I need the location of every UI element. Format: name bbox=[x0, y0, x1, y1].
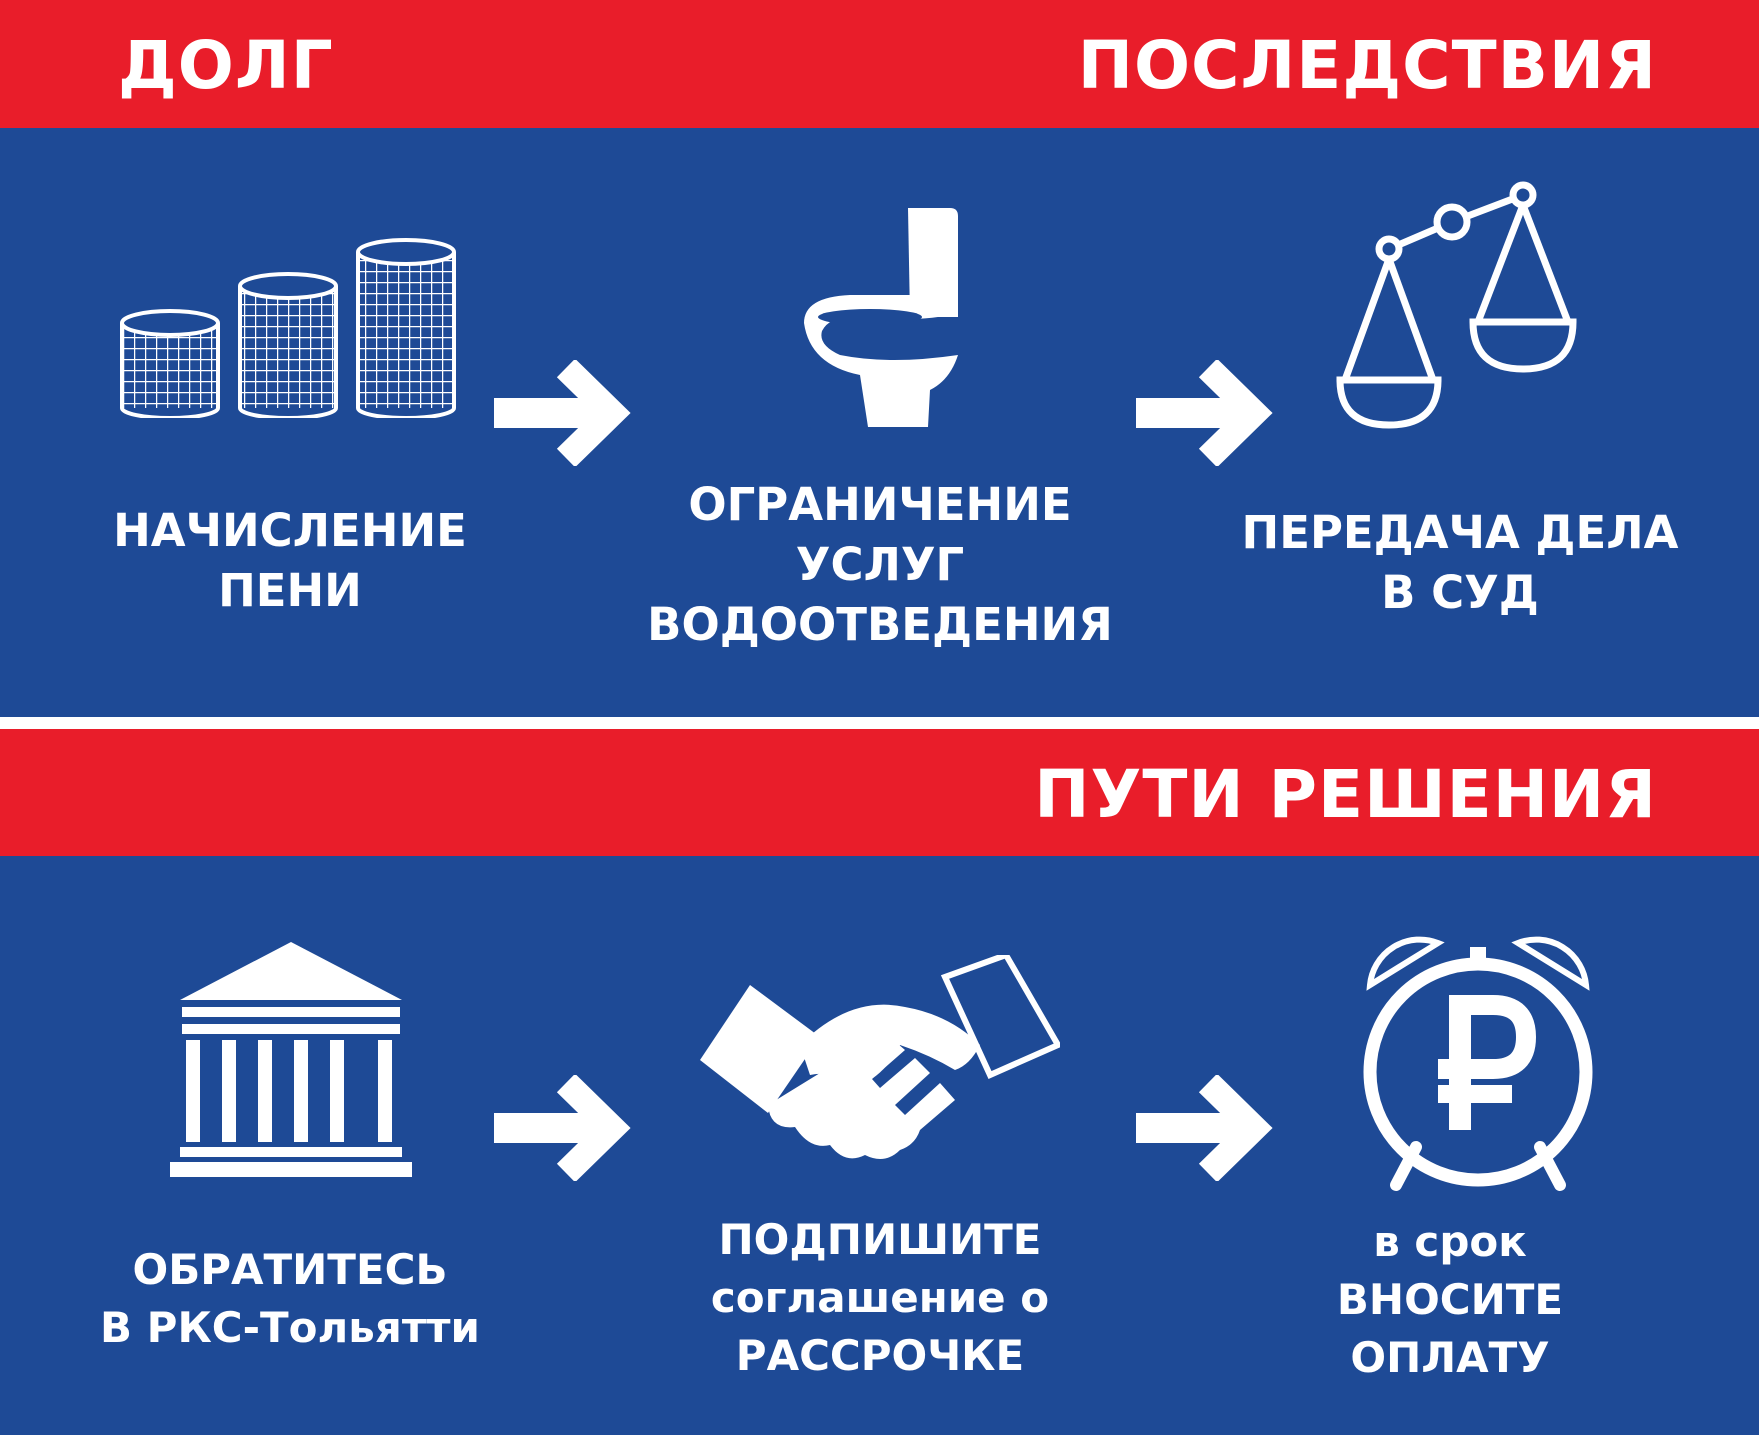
arrow-right-icon bbox=[1136, 1075, 1273, 1181]
ruble-alarm-clock-icon bbox=[1363, 936, 1593, 1191]
caption-court: ПЕРЕДАЧА ДЕЛА В СУД bbox=[1241, 506, 1679, 619]
caption-penalty: НАЧИСЛЕНИЕ ПЕНИ bbox=[113, 504, 467, 617]
caption-pay-on-time: в срок ВНОСИТЕ ОПЛАТУ bbox=[1336, 1217, 1564, 1382]
handshake-icon bbox=[700, 955, 1060, 1159]
arrow-right-icon bbox=[494, 360, 631, 466]
caption-contact: ОБРАТИТЕСЬ В РКС-Тольятти bbox=[100, 1245, 480, 1352]
toilet-icon bbox=[804, 208, 958, 427]
section-divider bbox=[0, 717, 1759, 729]
bank-building-icon bbox=[170, 942, 412, 1177]
header-band-solutions bbox=[0, 729, 1759, 856]
caption-installment: ПОДПИШИТЕ соглашение о РАССРОЧКЕ bbox=[710, 1215, 1050, 1380]
scales-icon bbox=[1336, 181, 1577, 429]
coin-stacks-icon bbox=[120, 238, 456, 418]
caption-service-restriction: ОГРАНИЧЕНИЕ УСЛУГ ВОДООТВЕДЕНИЯ bbox=[647, 478, 1113, 651]
header-band-debt bbox=[0, 0, 1759, 128]
arrow-right-icon bbox=[494, 1075, 631, 1181]
header-debt: ДОЛГ bbox=[118, 27, 334, 104]
header-solutions: ПУТИ РЕШЕНИЯ bbox=[1034, 756, 1657, 833]
header-consequences: ПОСЛЕДСТВИЯ bbox=[1077, 27, 1657, 104]
arrow-right-icon bbox=[1136, 360, 1273, 466]
